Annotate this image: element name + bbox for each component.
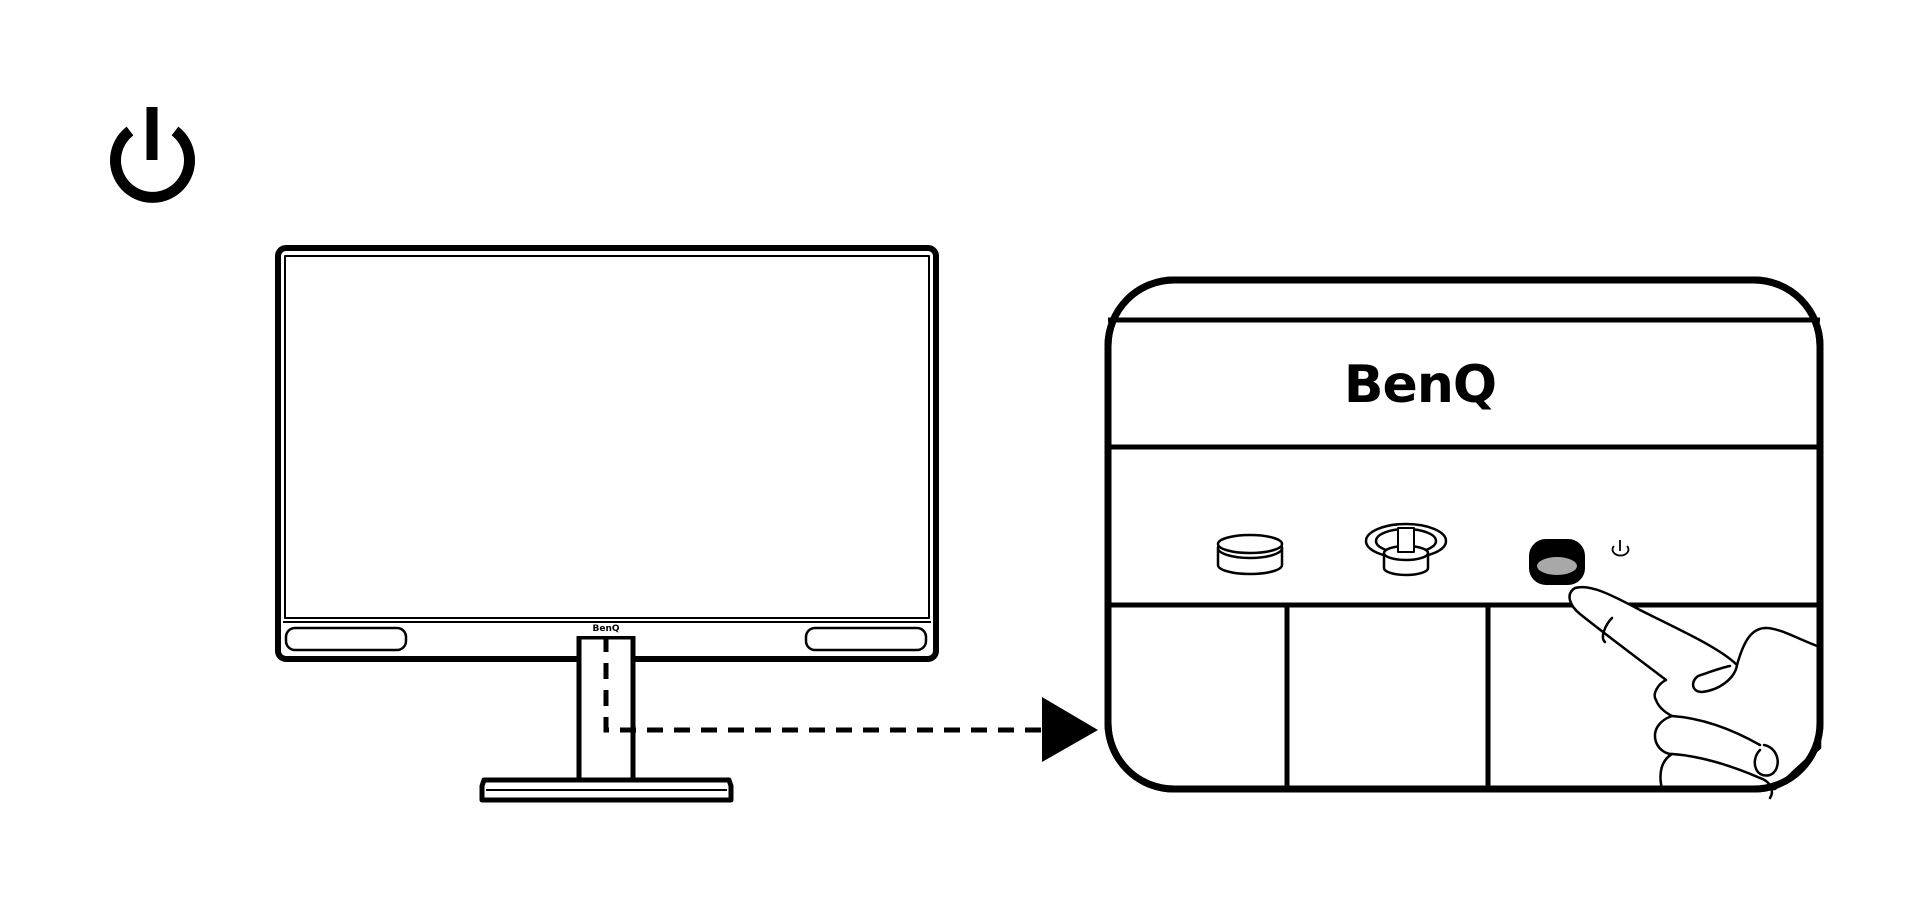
speaker-right (804, 626, 928, 652)
monitor-stand-neck (576, 634, 636, 786)
dashed-arrow (603, 636, 1098, 762)
arrow-head-icon (1042, 697, 1098, 762)
power-icon (1611, 540, 1630, 557)
speaker-left (284, 626, 408, 652)
brand-logo: BenQ (1344, 355, 1496, 415)
power-icon (110, 107, 195, 203)
hand-pointing-icon (1568, 585, 1822, 800)
power-button (1529, 539, 1585, 585)
monitor-screen (284, 255, 930, 619)
control-button-1 (1216, 533, 1284, 576)
monitor-front-view (275, 245, 939, 803)
monitor-logo-small: BenQ (592, 624, 619, 634)
joystick-button (1364, 522, 1448, 577)
